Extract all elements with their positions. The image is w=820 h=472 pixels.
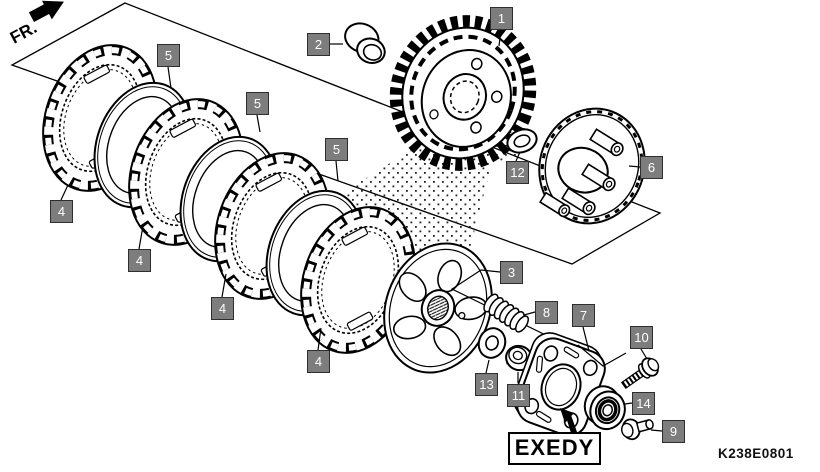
clutch-outer-guide-bushing	[344, 22, 386, 65]
pressure-plate	[538, 107, 646, 225]
pivot-bolt	[620, 418, 654, 441]
release-bearing	[583, 385, 626, 431]
callout-4[interactable]: 4	[50, 200, 73, 223]
lock-washer	[477, 327, 507, 359]
clutch-center-disc	[383, 242, 493, 374]
callout-12[interactable]: 12	[506, 161, 529, 184]
callout-11[interactable]: 11	[507, 384, 530, 407]
lock-nut	[505, 344, 533, 372]
brand-label: EXEDY	[508, 432, 601, 465]
fr-direction-indicator: FR.	[7, 0, 64, 48]
callout-2[interactable]: 2	[307, 33, 330, 56]
lifter-plate-flange	[513, 332, 606, 437]
clutch-spring	[483, 293, 530, 333]
callout-6[interactable]: 6	[640, 156, 663, 179]
callout-4[interactable]: 4	[128, 249, 151, 272]
pressure-plate-post	[581, 163, 616, 192]
pressure-plate-post	[561, 187, 596, 216]
pressure-plate-post	[539, 191, 571, 218]
bolt-path-line	[577, 344, 627, 367]
callout-5[interactable]: 5	[246, 92, 269, 115]
callout-3[interactable]: 3	[500, 261, 523, 284]
pressure-plate-post	[589, 128, 624, 157]
callout-7[interactable]: 7	[572, 304, 595, 327]
thrust-washer	[506, 128, 538, 154]
callout-13[interactable]: 13	[475, 373, 498, 396]
fr-arrow-icon	[28, 0, 64, 23]
fr-label: FR.	[7, 18, 40, 48]
callout-5[interactable]: 5	[157, 44, 180, 67]
callout-4[interactable]: 4	[211, 297, 234, 320]
callout-10[interactable]: 10	[630, 326, 653, 349]
brand-pointer-arrow	[560, 408, 577, 433]
flange-bolt	[620, 357, 660, 390]
clutch-outer-basket	[389, 15, 537, 171]
callout-5[interactable]: 5	[325, 138, 348, 161]
callout-8[interactable]: 8	[535, 301, 558, 324]
diagram-code: K238E0801	[718, 446, 794, 461]
callout-1[interactable]: 1	[490, 7, 513, 30]
callout-14[interactable]: 14	[632, 392, 655, 415]
callout-4[interactable]: 4	[307, 350, 330, 373]
leader-lines	[60, 29, 663, 432]
callout-9[interactable]: 9	[662, 420, 685, 443]
